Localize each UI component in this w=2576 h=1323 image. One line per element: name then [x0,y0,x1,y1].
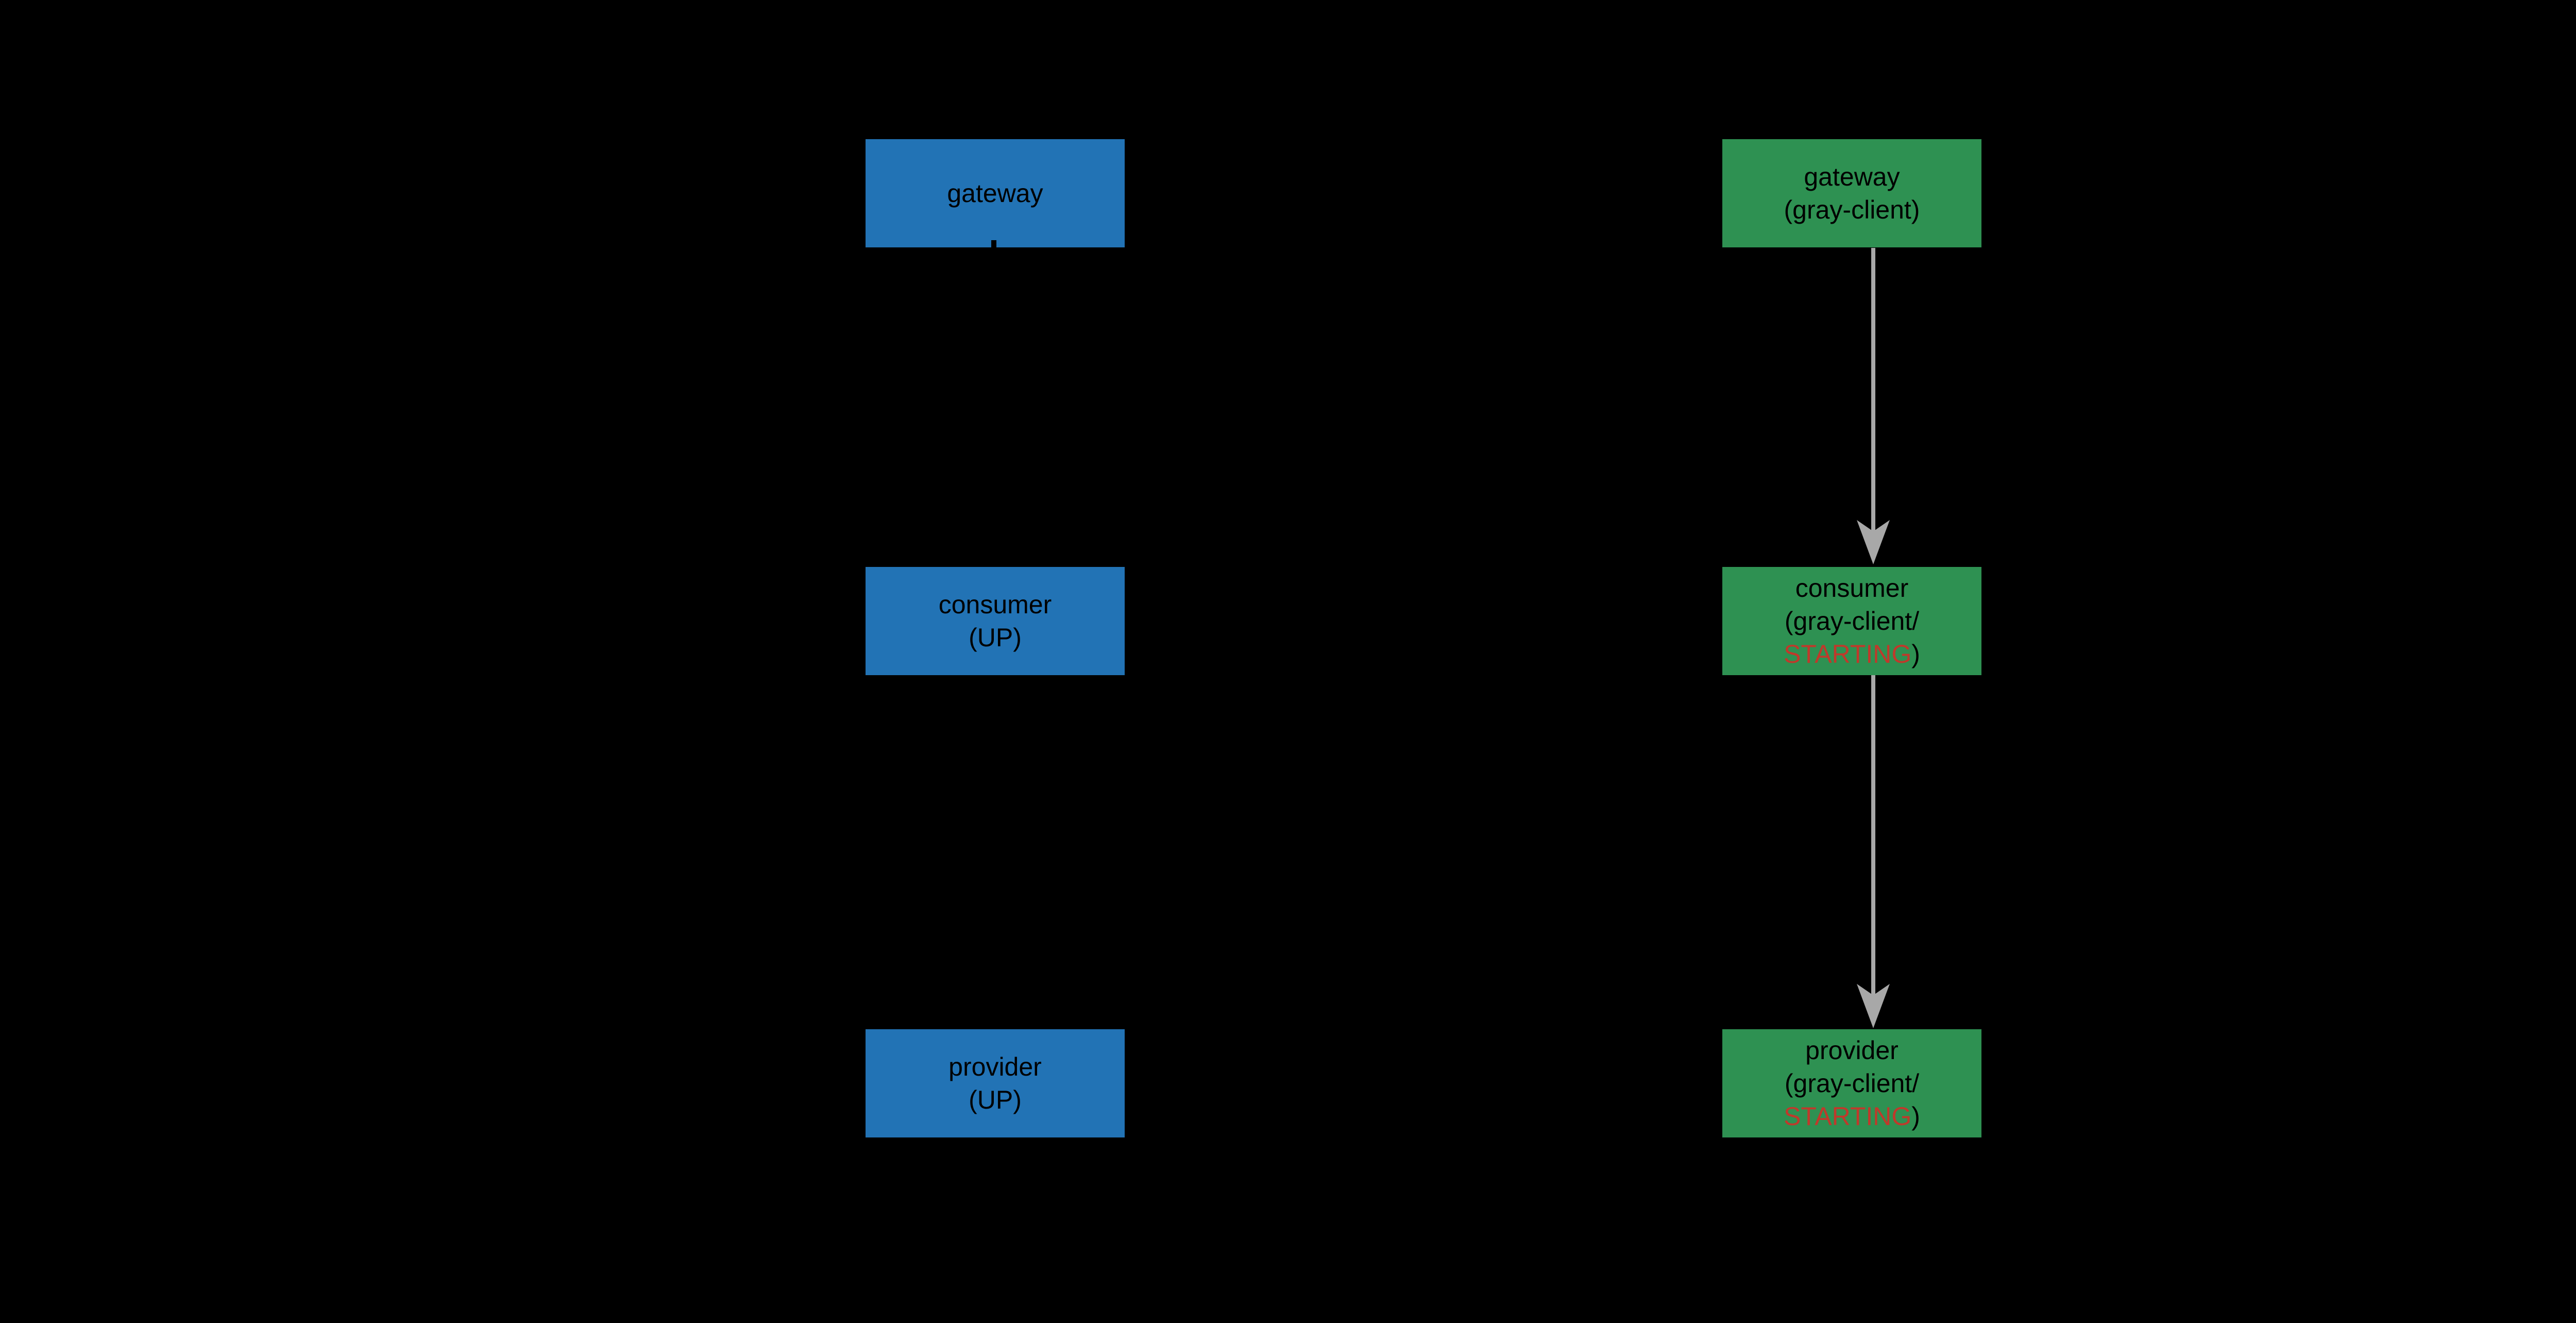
node-gateway-right: gateway (gray-client) [1722,139,1981,247]
node-consumer-right: consumer (gray-client/ STARTING) [1722,567,1981,675]
arrowhead-down-icon [1857,520,1890,564]
node-status-label: (UP) [969,1085,1022,1114]
node-label: provider [948,1052,1042,1081]
status-starting-text: STARTING [1784,640,1912,668]
node-label: provider [1805,1036,1899,1065]
edge-consumer-to-provider [1871,675,1875,999]
node-sub-label: (gray-client/ [1784,1069,1920,1098]
node-label: consumer [938,590,1052,619]
status-starting-text: STARTING [1784,1102,1912,1131]
node-provider-right: provider (gray-client/ STARTING) [1722,1029,1981,1137]
edge-gateway-to-consumer [1871,248,1875,535]
node-label: consumer [1795,574,1909,602]
node-status-line: STARTING) [1784,638,1920,671]
node-label: gateway [1804,162,1900,191]
arrowhead-down-icon [1857,984,1890,1028]
node-consumer-left: consumer (UP) [866,567,1125,675]
status-suffix: ) [1911,640,1920,668]
arrowhead-shape [1857,984,1890,1028]
node-sub-label: (gray-client) [1784,195,1920,224]
node-status-line: STARTING) [1784,1100,1920,1133]
arrowhead-shape [1857,520,1890,564]
node-gateway-left: gateway [866,139,1125,247]
node-label: gateway [947,179,1043,208]
node-provider-left: provider (UP) [866,1029,1125,1137]
status-suffix: ) [1911,1102,1920,1131]
node-sub-label: (gray-client/ [1784,607,1920,635]
node-status-label: (UP) [969,623,1022,652]
edge-stub-notch [991,240,996,248]
